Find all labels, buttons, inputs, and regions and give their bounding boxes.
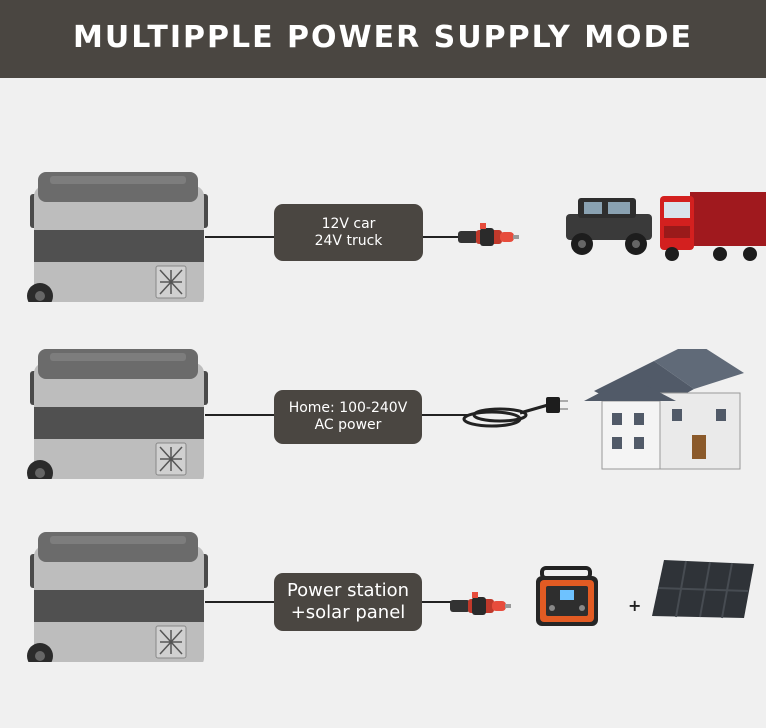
header-banner: MULTIPPLE POWER SUPPLY MODE [0,0,766,78]
power-label-home-ac: Home: 100-240V AC power [274,390,422,444]
station-solar-scene [26,532,754,662]
car-plug-image [458,223,519,246]
fridge-image [26,349,209,479]
label-line-2: +solar panel [290,602,406,623]
power-mode-car-truck: 12V car 24V truck [0,172,766,302]
car-truck-scene [26,172,766,302]
plus-sign: + [628,596,642,615]
label-line-1: Home: 100-240V [288,400,408,417]
label-line-1: Power station [286,580,410,602]
power-mode-station-solar: + Power station +solar panel [0,532,766,662]
fridge-image [26,532,209,662]
power-mode-home-ac: Home: 100-240V AC power [0,349,766,479]
label-line-2: 24V truck [314,232,383,249]
ac-plug-image [462,397,568,428]
power-label-station-solar: Power station +solar panel [274,573,422,631]
home-ac-scene [26,349,744,479]
power-label-car-truck: 12V car 24V truck [274,204,423,261]
house-image [584,349,744,470]
label-line-1: 12V car [321,215,376,232]
solar-panel-image [652,560,754,619]
power-station-image [536,566,598,626]
page-title: MULTIPPLE POWER SUPPLY MODE [73,19,693,55]
truck-image [660,192,766,261]
label-line-2: AC power [314,417,382,433]
jeep-image [566,198,652,255]
fridge-image [26,172,209,302]
car-plug-image [450,592,511,615]
